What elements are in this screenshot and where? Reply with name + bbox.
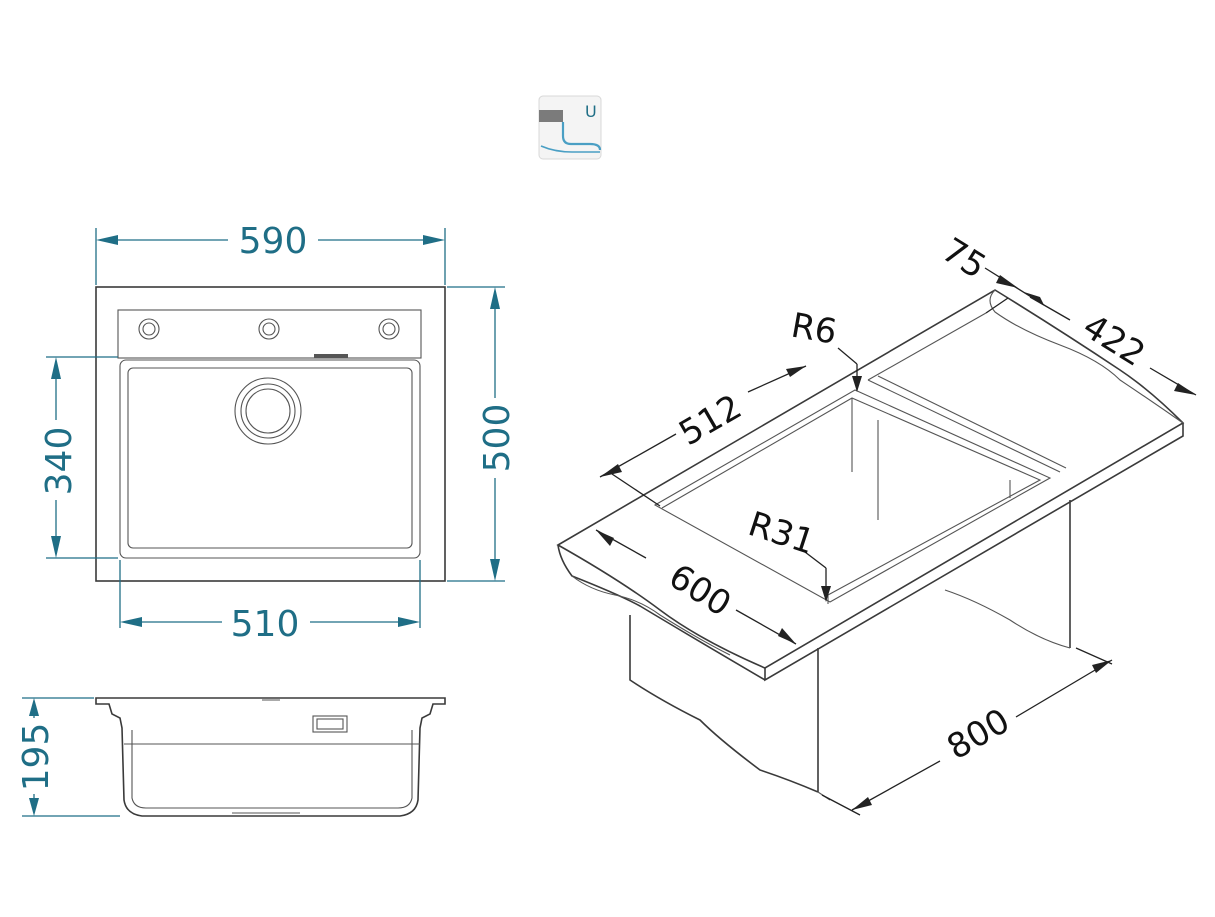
dim-340-label: 340 (39, 427, 80, 496)
dim-800-label: 800 (940, 701, 1016, 768)
dim-r31-label: R31 (743, 504, 819, 563)
dimension-590: 590 (96, 221, 445, 262)
dim-r6-label: R6 (788, 306, 840, 353)
dim-512-label: 512 (672, 387, 748, 454)
dim-195-label: 195 (16, 723, 57, 792)
dim-422-label: 422 (1076, 307, 1152, 375)
undermount-sink-icon: U (538, 95, 602, 160)
dim-510-label: 510 (231, 604, 300, 645)
dimension-195: 195 (16, 697, 120, 817)
dimension-r6: R6 (788, 306, 862, 392)
dimension-510: 510 (120, 604, 420, 645)
dimension-r31: R31 (743, 504, 831, 602)
dimension-500: 500 (477, 287, 518, 581)
dim-500-label: 500 (477, 404, 518, 473)
top-view-extension-lines (46, 228, 505, 628)
dim-75-label: 75 (935, 230, 993, 287)
dim-600-label: 600 (662, 557, 738, 625)
dimension-800: 800 (821, 647, 1113, 816)
badge-letter: U (585, 102, 597, 121)
top-view (95, 286, 446, 582)
dimension-340: 340 (39, 357, 80, 558)
dim-590-label: 590 (239, 221, 308, 262)
isometric-view (556, 289, 1185, 801)
side-view (95, 697, 446, 817)
dimension-422: 422 (1029, 296, 1197, 396)
